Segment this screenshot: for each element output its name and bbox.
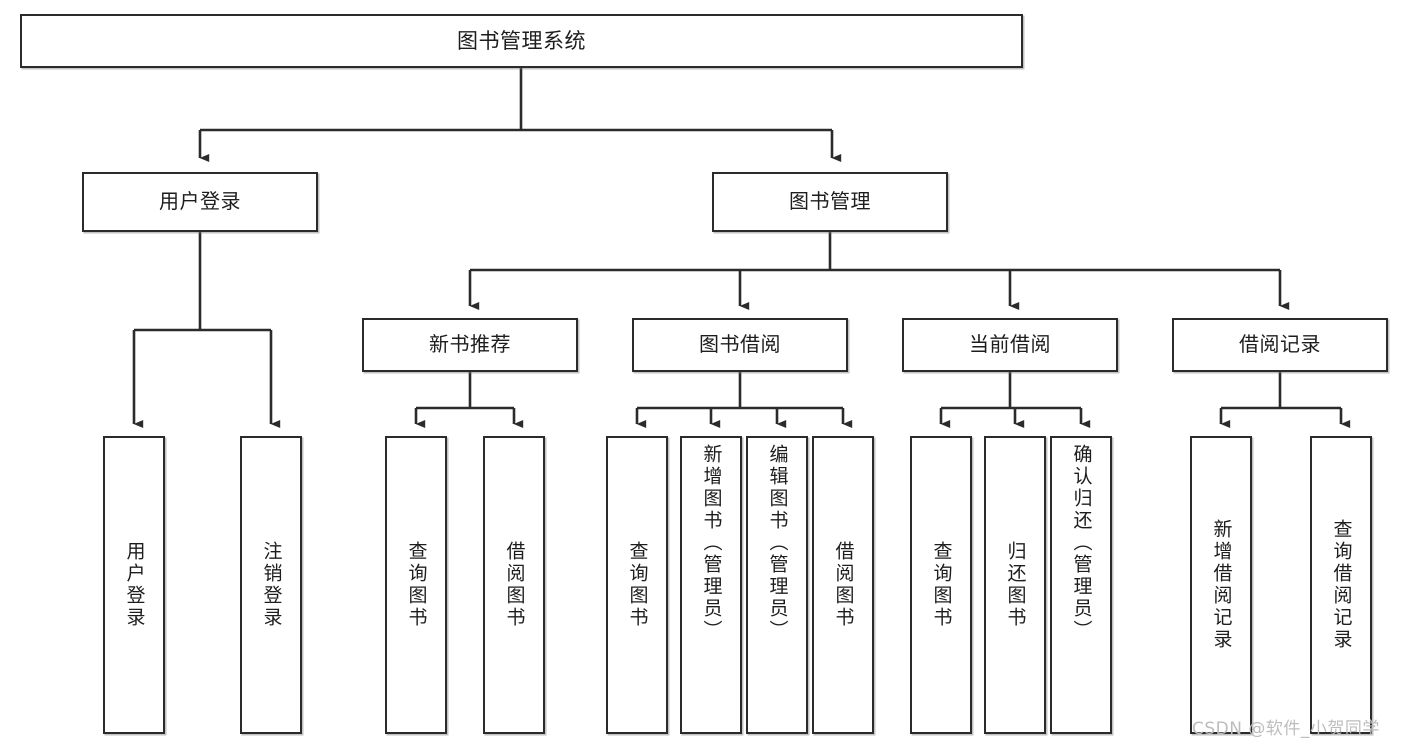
node-leaf-add-book-admin[interactable]: 新增图书（管理员）: [680, 436, 742, 734]
node-label: 查询图书: [626, 541, 649, 629]
node-book-borrow[interactable]: 图书借阅: [632, 318, 848, 372]
node-label: 注销登录: [260, 541, 283, 629]
node-label: 图书管理: [789, 189, 871, 214]
node-label: 用户登录: [159, 189, 241, 214]
node-leaf-borrow-book-2[interactable]: 借阅图书: [812, 436, 874, 734]
node-leaf-query-book-1[interactable]: 查询图书: [385, 436, 447, 734]
node-label: 借阅图书: [503, 541, 526, 629]
node-label: 新书推荐: [429, 332, 511, 357]
node-label: 新增借阅记录: [1210, 519, 1233, 651]
node-borrow-record[interactable]: 借阅记录: [1172, 318, 1388, 372]
node-leaf-borrow-book-1[interactable]: 借阅图书: [483, 436, 545, 734]
node-label: 用户登录: [123, 541, 146, 629]
node-label: 借阅图书: [832, 541, 855, 629]
node-label: 新增图书（管理员）: [700, 444, 723, 642]
node-book-manage[interactable]: 图书管理: [712, 172, 948, 232]
node-leaf-query-book-3[interactable]: 查询图书: [910, 436, 972, 734]
node-leaf-query-book-2[interactable]: 查询图书: [606, 436, 668, 734]
csdn-watermark: CSDN @软件_小贺同学: [1192, 719, 1380, 739]
node-new-book-recommend[interactable]: 新书推荐: [362, 318, 578, 372]
node-leaf-add-borrow-record[interactable]: 新增借阅记录: [1190, 436, 1252, 734]
node-user-login[interactable]: 用户登录: [82, 172, 318, 232]
node-label: 图书借阅: [699, 332, 781, 357]
node-label: 编辑图书（管理员）: [766, 444, 789, 642]
node-leaf-confirm-return-admin[interactable]: 确认归还（管理员）: [1050, 436, 1112, 734]
node-label: 图书管理系统: [457, 28, 586, 53]
node-root-system[interactable]: 图书管理系统: [20, 14, 1023, 68]
node-leaf-edit-book-admin[interactable]: 编辑图书（管理员）: [746, 436, 808, 734]
node-label: 归还图书: [1004, 541, 1027, 629]
node-current-borrow[interactable]: 当前借阅: [902, 318, 1118, 372]
node-leaf-user-logout[interactable]: 注销登录: [240, 436, 302, 734]
node-leaf-user-login[interactable]: 用户登录: [103, 436, 165, 734]
node-label: 查询图书: [405, 541, 428, 629]
node-label: 确认归还（管理员）: [1070, 444, 1093, 642]
node-label: 查询借阅记录: [1330, 519, 1353, 651]
node-label: 借阅记录: [1239, 332, 1321, 357]
node-label: 查询图书: [930, 541, 953, 629]
node-leaf-query-borrow-record[interactable]: 查询借阅记录: [1310, 436, 1372, 734]
node-leaf-return-book[interactable]: 归还图书: [984, 436, 1046, 734]
node-label: 当前借阅: [969, 332, 1051, 357]
